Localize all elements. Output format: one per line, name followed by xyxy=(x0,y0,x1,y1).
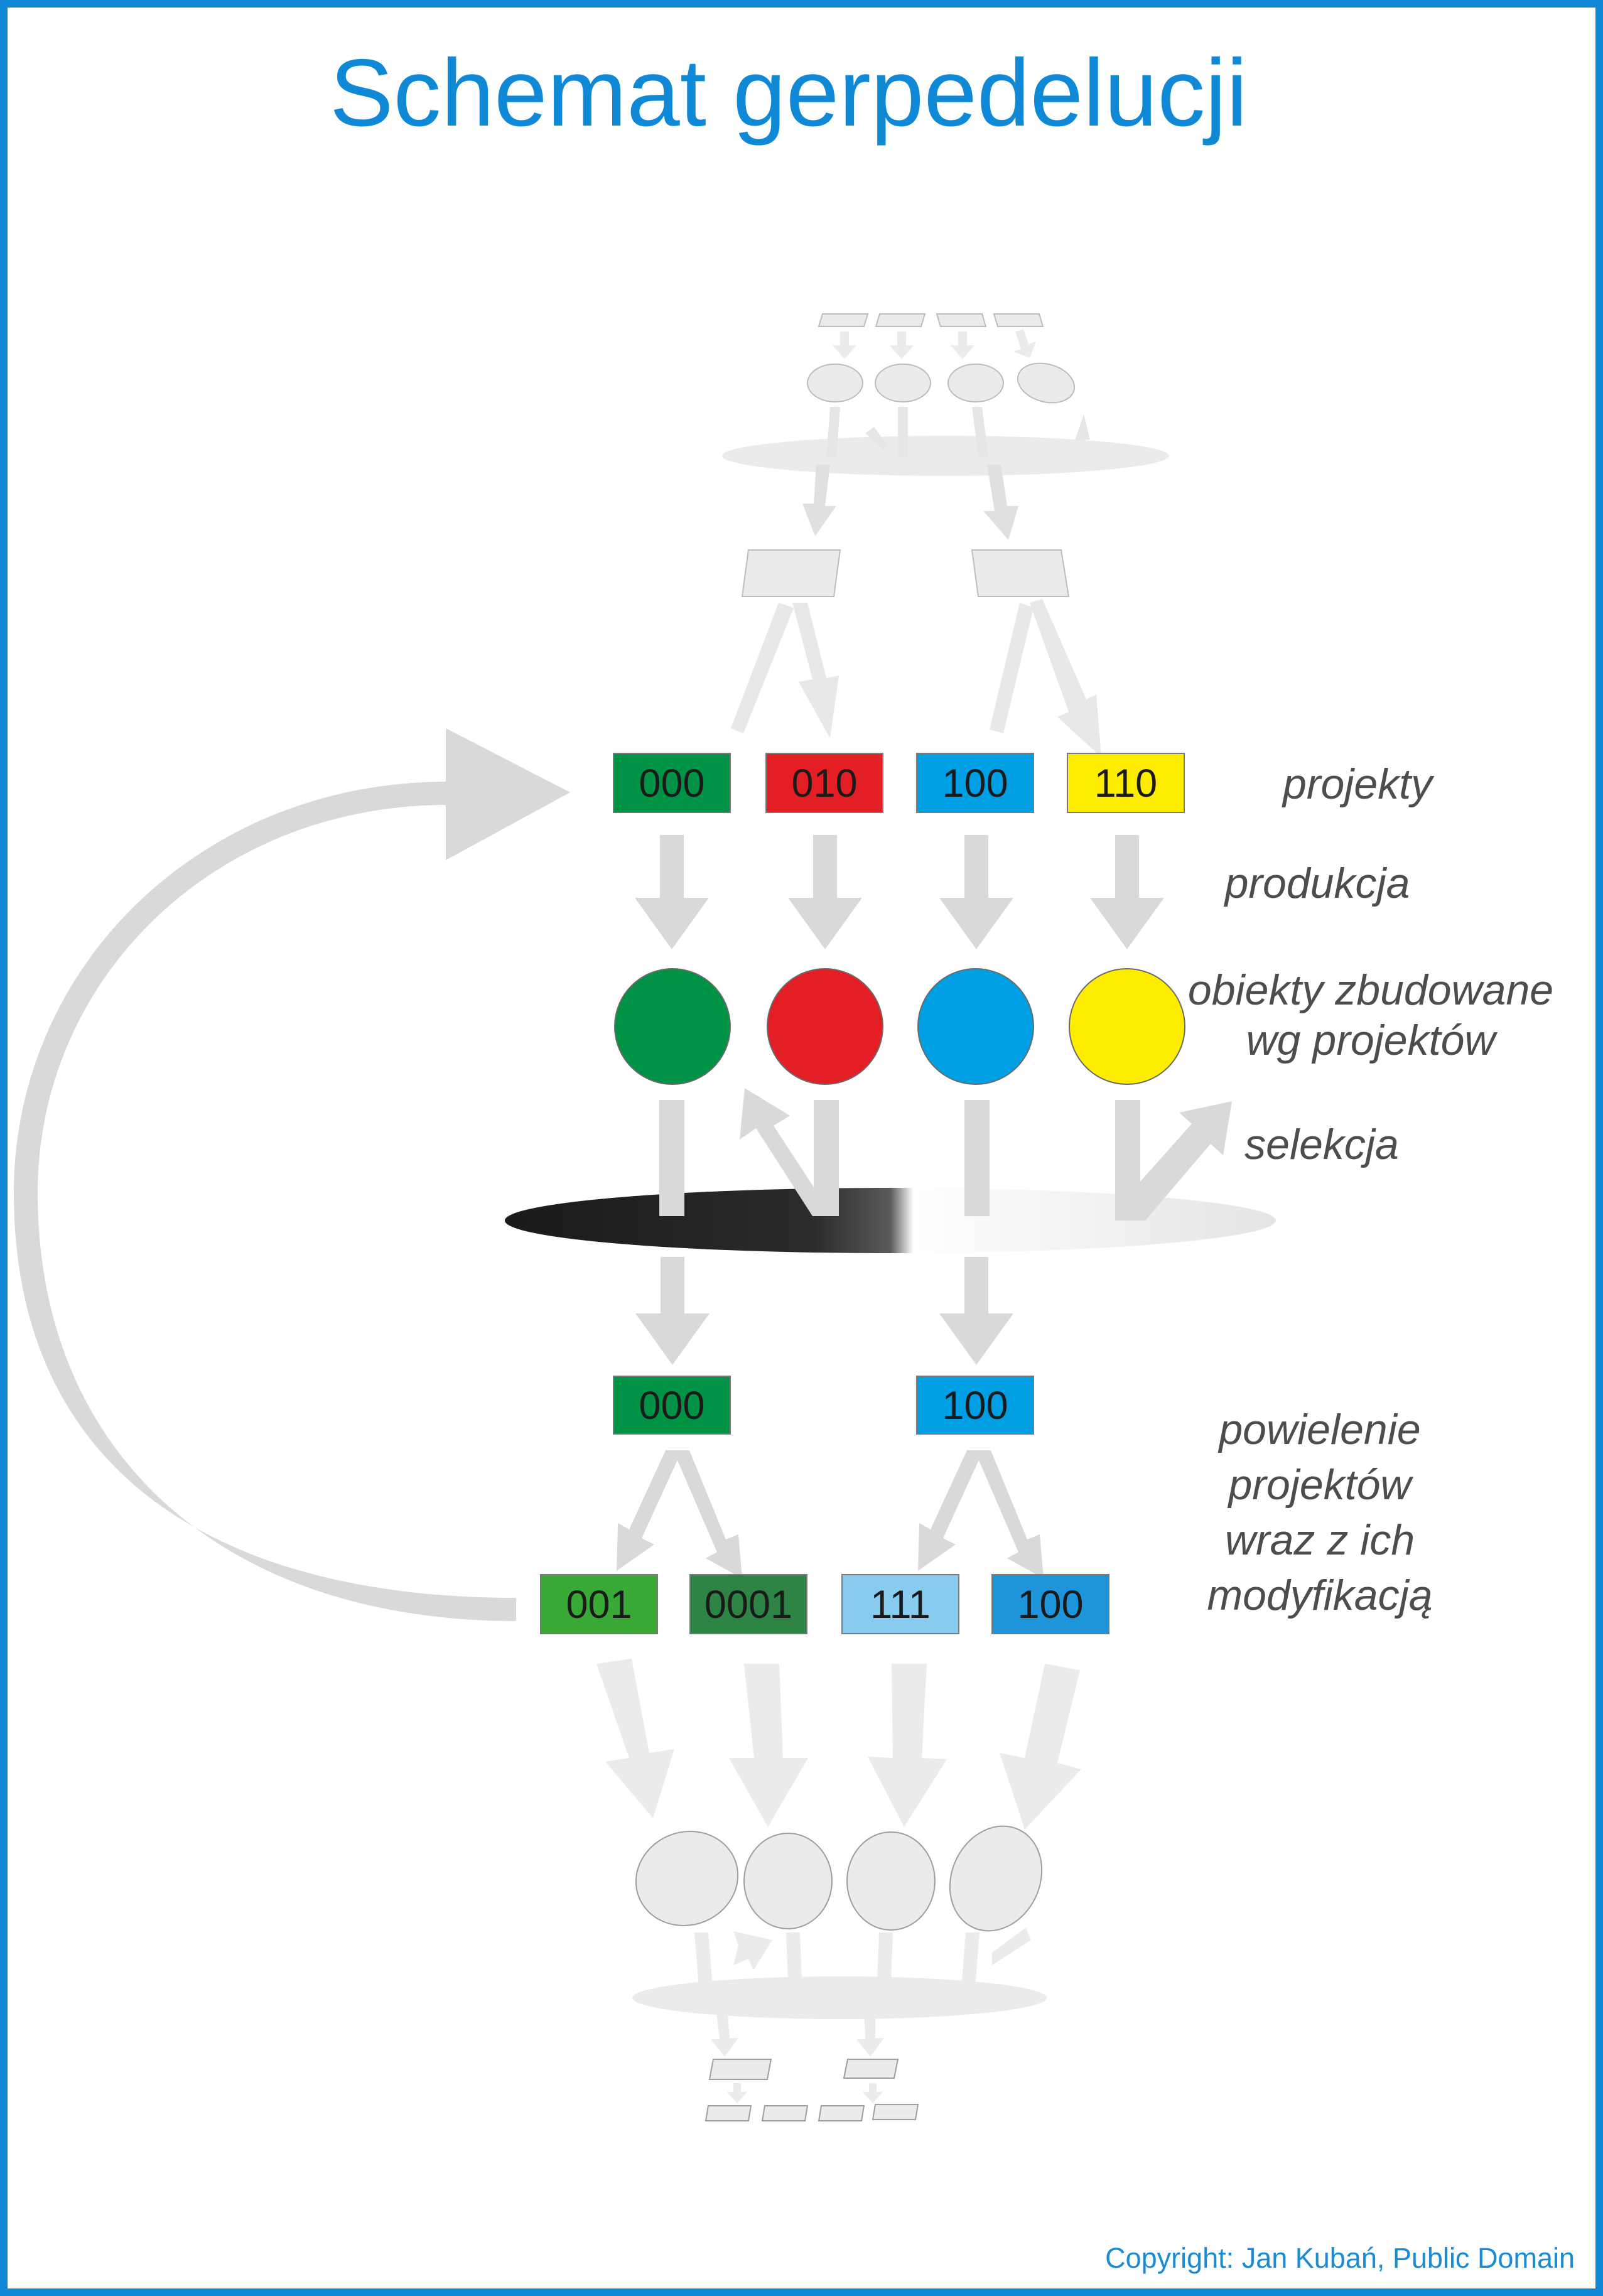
selected-100-1: 100 xyxy=(916,1376,1034,1435)
selection-arrows xyxy=(659,1088,1232,1221)
label-production: produkcja xyxy=(1224,860,1410,907)
faded-selection-disc xyxy=(722,436,1169,476)
faded-design-3 xyxy=(936,313,987,327)
label-selection: selekcja xyxy=(1244,1121,1399,1168)
project-010-1: 010 xyxy=(765,753,883,813)
built-objects-row xyxy=(614,968,1185,1085)
arrow-kept-blue xyxy=(964,1100,990,1216)
project-000-0-code: 000 xyxy=(639,762,704,806)
arrow-rejected-red xyxy=(740,1088,839,1216)
offspring-0001-1: 0001 xyxy=(689,1574,807,1634)
arrow-kept-green xyxy=(659,1100,684,1216)
faded-design-5 xyxy=(741,549,841,597)
faded-design-1 xyxy=(818,313,869,327)
faded-next-design-6 xyxy=(872,2104,919,2120)
offspring-001-0: 001 xyxy=(540,1574,658,1634)
built-object-1 xyxy=(767,968,883,1085)
selected-000-0: 000 xyxy=(613,1376,731,1435)
label-dup-line3: wraz z ich xyxy=(1225,1516,1415,1564)
offspring-0001-1-code: 0001 xyxy=(704,1583,792,1627)
project-000-0: 000 xyxy=(613,753,731,813)
built-object-2 xyxy=(917,968,1034,1085)
faded-next-design-4 xyxy=(761,2105,809,2121)
faded-next-generation xyxy=(596,1659,1081,2121)
label-dup-line4: modyfikacją xyxy=(1207,1571,1432,1619)
project-010-1-box xyxy=(765,753,883,813)
faded-next-object-4 xyxy=(949,1825,1043,1932)
built-object-0 xyxy=(614,968,731,1085)
survivor-arrows xyxy=(635,1257,1013,1365)
feedback-loop-arrow xyxy=(14,728,570,1621)
project-110-3: 110 xyxy=(1067,753,1185,813)
offspring-100-3-box xyxy=(991,1574,1109,1634)
faded-object-2 xyxy=(875,364,931,402)
faded-design-4 xyxy=(993,313,1044,327)
project-100-2-box xyxy=(916,753,1034,813)
arrow-rejected-yellow xyxy=(1115,1100,1232,1221)
built-object-3 xyxy=(1069,968,1185,1085)
project-000-0-box xyxy=(613,753,731,813)
offspring-100-3: 100 xyxy=(991,1574,1109,1634)
selected-000-0-code: 000 xyxy=(639,1384,704,1428)
selected-000-0-box xyxy=(613,1376,731,1435)
offspring-100-3-code: 100 xyxy=(1017,1583,1083,1627)
faded-next-design-5 xyxy=(818,2105,865,2121)
projects-row: 000 010 100 110 xyxy=(613,753,1185,813)
faded-split-arrows xyxy=(731,599,1101,757)
faded-object-1 xyxy=(807,364,863,402)
faded-next-design-3 xyxy=(704,2105,752,2121)
project-110-3-box xyxy=(1067,753,1185,813)
faded-object-3 xyxy=(947,364,1004,402)
faded-design-2 xyxy=(875,313,926,327)
faded-next-selection-disc xyxy=(632,1976,1047,2019)
label-dup-line2: projektów xyxy=(1227,1461,1413,1509)
selected-100-1-box xyxy=(916,1376,1034,1435)
offspring-001-0-code: 001 xyxy=(566,1583,632,1627)
label-projects: projekty xyxy=(1282,760,1435,808)
offspring-001-0-box xyxy=(540,1574,658,1634)
duplication-arrows xyxy=(617,1450,1044,1578)
production-arrows xyxy=(635,835,1164,949)
label-built-line1: obiekty zbudowane xyxy=(1188,966,1553,1014)
offspring-111-2-box xyxy=(841,1574,959,1634)
project-100-2: 100 xyxy=(916,753,1034,813)
label-built-line2: wg projektów xyxy=(1246,1016,1498,1064)
selected-100-1-code: 100 xyxy=(942,1384,1008,1428)
project-100-2-code: 100 xyxy=(942,762,1008,806)
faded-next-object-3 xyxy=(846,1831,936,1931)
faded-previous-generation xyxy=(722,313,1169,597)
project-010-1-code: 010 xyxy=(791,762,857,806)
offspring-111-2: 111 xyxy=(841,1574,959,1634)
faded-next-design-1 xyxy=(708,2059,772,2080)
project-110-3-code: 110 xyxy=(1094,762,1157,806)
selected-row: 000 100 xyxy=(613,1376,1034,1435)
faded-next-object-2 xyxy=(743,1833,833,1929)
offspring-0001-1-box xyxy=(689,1574,807,1634)
offspring-111-2-code: 111 xyxy=(870,1583,931,1627)
offspring-row: 001 0001 111 100 xyxy=(540,1574,1109,1634)
copyright-notice: Copyright: Jan Kubań, Public Domain xyxy=(1105,2242,1575,2274)
label-dup-line1: powielenie xyxy=(1217,1406,1420,1453)
faded-object-4 xyxy=(1017,362,1076,404)
selection-disc xyxy=(505,1188,1276,1253)
page-title: Schemat gerpedelucji xyxy=(330,40,1248,146)
faded-next-object-1 xyxy=(635,1831,739,1926)
faded-design-6 xyxy=(971,549,1070,597)
faded-next-design-2 xyxy=(843,2059,899,2079)
